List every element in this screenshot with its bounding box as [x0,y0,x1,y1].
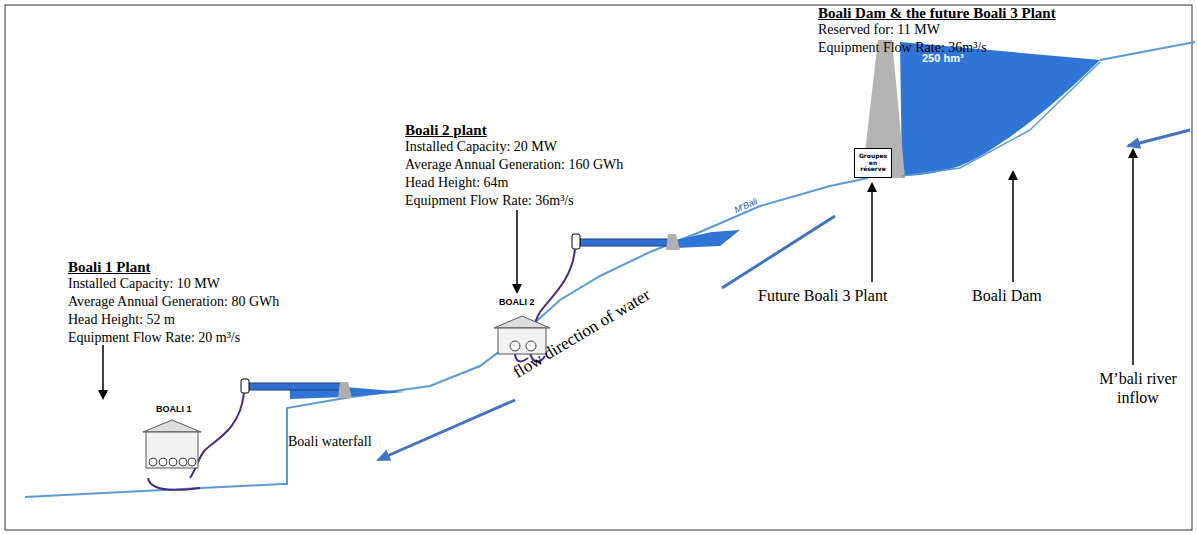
boali1-penstock [248,383,343,390]
inflow-arrow [1128,130,1190,146]
boali1-building [146,432,198,468]
plant-spec: Head Height: 64m [405,175,508,192]
boali2-pool [675,230,740,248]
plant-tag: BOALI 1 [156,404,192,415]
plant-spec: Average Annual Generation: 160 GWh [405,157,623,174]
tailrace [148,478,200,490]
pointer-arrow [871,184,873,282]
reservoir [900,42,1100,176]
plant-tag: BOALI 2 [499,297,535,308]
frame [5,5,1192,530]
plant-spec: Installed Capacity: 10 MW [68,276,220,293]
plant-heading: Boali 1 Plant [68,258,151,276]
box-text: Groupes en réserve [855,153,891,174]
boali1-weir [338,382,352,398]
plant-heading: Boali 2 plant [405,121,487,139]
plant-spec: Equipment Flow Rate: 20 m³/s [68,330,240,347]
plant-heading: Boali Dam & the future Boali 3 Plant [818,4,1056,22]
volume-label: 250 hm³ [922,52,964,65]
pointer-arrow [102,345,104,398]
flow-line [722,216,835,288]
callout-label: M’bali river inflow [1093,369,1183,407]
callout-label: Boali Dam [972,286,1042,305]
river-profile [25,178,868,497]
plant-spec: Equipment Flow Rate: 36m³/s [405,193,574,210]
pointer-arrow [1132,150,1134,365]
flow-arrow [378,400,515,460]
boali2-weir [666,234,680,250]
river-inflow [1100,42,1195,60]
plant-spec: Installed Capacity: 20 MW [405,139,557,156]
place-label: Boali waterfall [288,434,372,451]
plant-spec: Reserved for: 11 MW [818,22,940,39]
valve [572,234,580,249]
pointer-arrow [1012,172,1014,282]
boali2-roof [494,316,550,328]
boali2-pipe [532,249,575,334]
reserve-units-box: Groupes en réserve [854,148,892,178]
valve [241,379,249,393]
plant-spec: Head Height: 52 m [68,312,175,329]
reservoir-bed [902,62,1100,176]
callout-label: Future Boali 3 Plant [758,286,887,305]
boali2-penstock [580,239,672,246]
pointer-arrow [516,210,518,292]
boali1-roof [143,420,201,432]
plant-spec: Average Annual Generation: 80 GWh [68,294,279,311]
